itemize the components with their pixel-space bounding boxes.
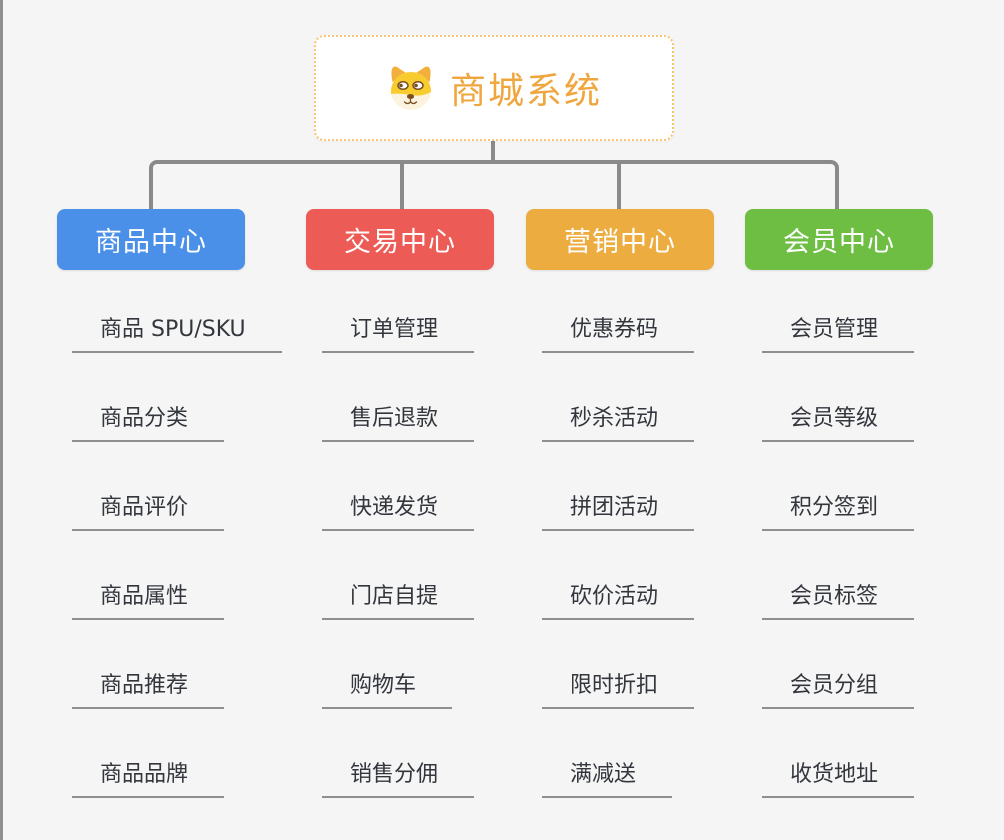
branch-node-product-center[interactable]: 商品中心 — [57, 209, 245, 270]
leaf-node[interactable]: 会员管理 — [762, 307, 915, 353]
leaf-node[interactable]: 销售分佣 — [322, 752, 475, 798]
leaf-node[interactable]: 商品推荐 — [72, 663, 225, 709]
leaf-node[interactable]: 满减送 — [542, 752, 673, 798]
leaf-node[interactable]: 售后退款 — [322, 396, 475, 442]
leaf-node[interactable]: 商品品牌 — [72, 752, 225, 798]
leaf-node[interactable]: 会员等级 — [762, 396, 915, 442]
leaf-node[interactable]: 拼团活动 — [542, 485, 695, 531]
branch-stub-line — [617, 160, 621, 209]
root-node[interactable]: 商城系统 — [314, 35, 674, 141]
column-spine-line — [0, 0, 3, 530]
branch-node-marketing-center[interactable]: 营销中心 — [526, 209, 714, 270]
root-node-title: 商城系统 — [449, 71, 602, 112]
branch-trunk-line — [149, 160, 839, 209]
leaf-node[interactable]: 收货地址 — [762, 752, 915, 798]
branch-node-label: 营销中心 — [564, 227, 676, 258]
leaf-node[interactable]: 会员标签 — [762, 574, 915, 620]
leaf-node[interactable]: 商品评价 — [72, 485, 225, 531]
branch-node-trade-center[interactable]: 交易中心 — [306, 209, 494, 270]
leaf-node[interactable]: 秒杀活动 — [542, 396, 695, 442]
leaf-node[interactable]: 商品分类 — [72, 396, 225, 442]
leaf-node[interactable]: 购物车 — [322, 663, 453, 709]
branch-node-label: 会员中心 — [783, 227, 895, 258]
leaf-node[interactable]: 门店自提 — [322, 574, 475, 620]
leaf-node[interactable]: 快递发货 — [322, 485, 475, 531]
column-spine-line — [0, 530, 3, 840]
leaf-node[interactable]: 商品 SPU/SKU — [72, 307, 282, 353]
branch-stub-line — [400, 160, 404, 209]
leaf-node[interactable]: 砍价活动 — [542, 574, 695, 620]
leaf-node[interactable]: 商品属性 — [72, 574, 225, 620]
branch-node-label: 交易中心 — [344, 227, 456, 258]
branch-node-label: 商品中心 — [95, 227, 207, 258]
leaf-node[interactable]: 订单管理 — [322, 307, 475, 353]
root-connector-line — [491, 140, 495, 162]
leaf-node[interactable]: 限时折扣 — [542, 663, 695, 709]
branch-node-member-center[interactable]: 会员中心 — [745, 209, 933, 270]
leaf-node[interactable]: 优惠券码 — [542, 307, 695, 353]
leaf-node[interactable]: 会员分组 — [762, 663, 915, 709]
leaf-node[interactable]: 积分签到 — [762, 485, 915, 531]
dog-face-icon — [390, 66, 431, 110]
